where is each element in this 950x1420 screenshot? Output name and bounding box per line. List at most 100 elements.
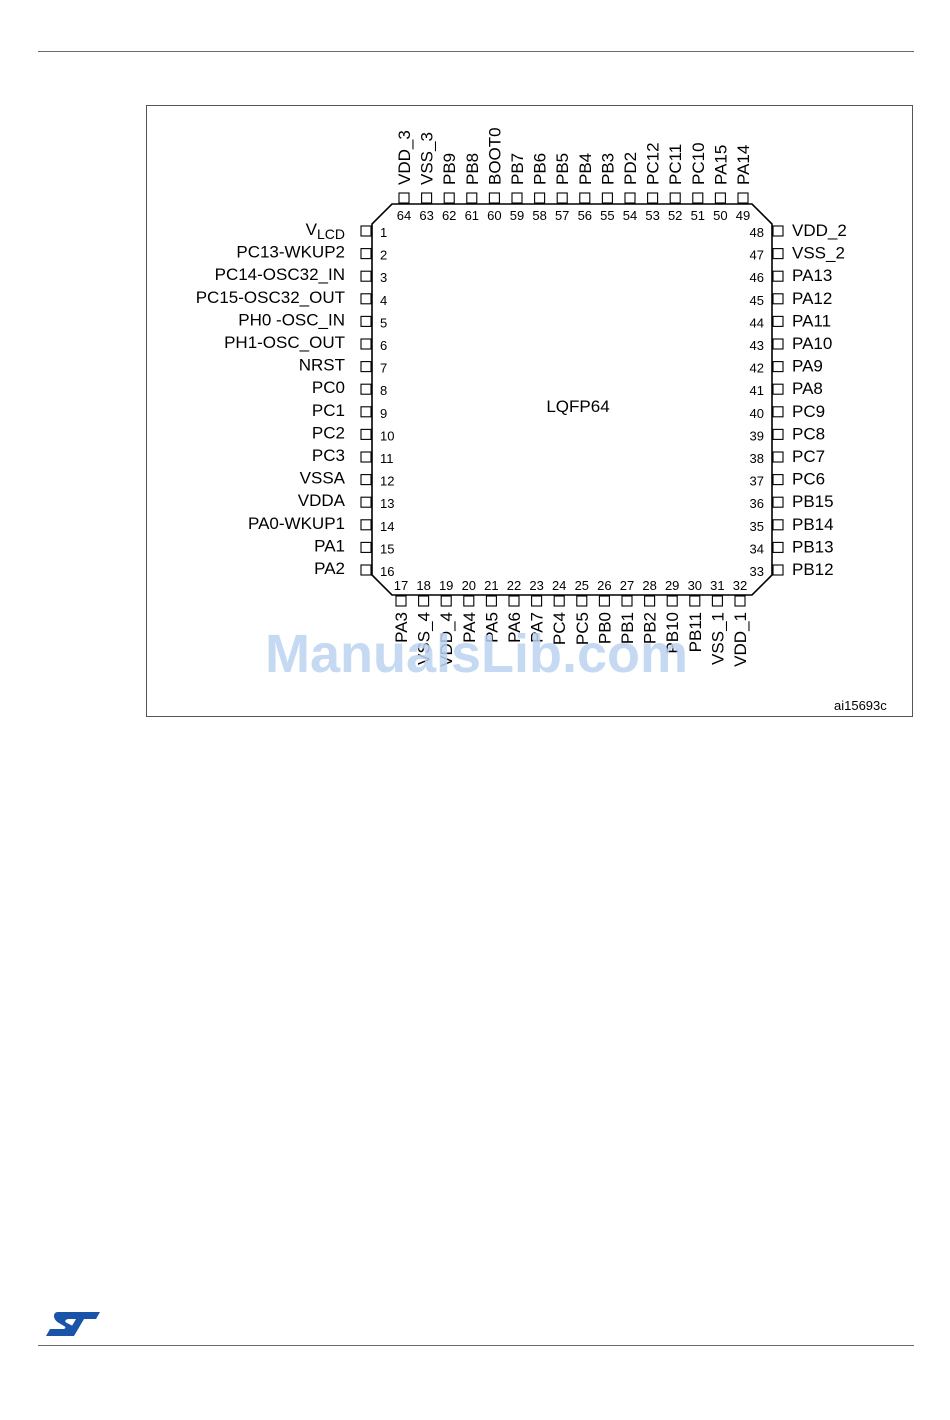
pin-name-28: PB2	[641, 612, 660, 644]
pin-number-48: 48	[750, 225, 764, 240]
pin-name-26: PB0	[595, 612, 614, 644]
pin-number-51: 51	[691, 208, 705, 223]
pin-number-61: 61	[465, 208, 479, 223]
pin-name-25: PC5	[573, 612, 592, 645]
pin-pad-28	[644, 595, 656, 607]
st-logo-mark	[46, 1312, 100, 1336]
pin-name-48: VDD_2	[792, 221, 847, 240]
pin-number-64: 64	[397, 208, 411, 223]
pin-name-53: PC12	[644, 142, 663, 185]
pin-name-19: VDD_4	[437, 612, 456, 667]
pin-number-36: 36	[750, 496, 764, 511]
pin-pad-54	[624, 192, 636, 204]
pin-name-50: PA15	[711, 145, 730, 185]
pin-name-44: PA11	[792, 311, 831, 330]
pin-name-43: PA10	[792, 334, 832, 353]
pin-pad-53	[647, 192, 659, 204]
pin-number-42: 42	[750, 361, 764, 376]
pin-number-28: 28	[642, 578, 656, 593]
pin-pad-11	[360, 451, 372, 463]
footer-rule	[38, 1345, 914, 1346]
pin-number-19: 19	[439, 578, 453, 593]
pin-name-54: PD2	[621, 152, 640, 185]
pin-number-43: 43	[750, 338, 764, 353]
pin-number-34: 34	[750, 541, 764, 556]
pin-pad-46	[772, 270, 784, 282]
pin-number-52: 52	[668, 208, 682, 223]
pin-name-8: PC0	[312, 378, 345, 397]
pin-name-35: PB14	[792, 515, 834, 534]
pin-number-35: 35	[750, 519, 764, 534]
figure-frame	[146, 105, 913, 717]
pin-pad-9	[360, 406, 372, 418]
pin-name-60: BOOT0	[485, 127, 504, 185]
pin-name-42: PA9	[792, 357, 823, 376]
pin-number-47: 47	[750, 248, 764, 263]
pin-name-13: VDDA	[298, 491, 346, 510]
pin-number-10: 10	[380, 428, 394, 443]
pin-name-33: PB12	[792, 560, 834, 579]
pin-name-22: PA6	[505, 612, 524, 643]
pin-number-22: 22	[507, 578, 521, 593]
pin-name-17: PA3	[392, 612, 411, 643]
pin-name-47: VSS_2	[792, 244, 845, 263]
pin-pad-25	[576, 595, 588, 607]
pin-number-56: 56	[578, 208, 592, 223]
pin-number-11: 11	[380, 451, 394, 466]
pin-number-9: 9	[380, 406, 387, 421]
pin-pad-29	[666, 595, 678, 607]
pin-pad-7	[360, 361, 372, 373]
pin-pad-36	[772, 496, 784, 508]
pin-number-15: 15	[380, 541, 394, 556]
pin-pad-13	[360, 496, 372, 508]
pin-name-59: PB7	[508, 153, 527, 185]
pin-number-23: 23	[529, 578, 543, 593]
pin-pad-31	[711, 595, 723, 607]
pin-name-3: PC14-OSC32_IN	[215, 265, 345, 284]
pin-pad-37	[772, 474, 784, 486]
pin-number-44: 44	[750, 315, 764, 330]
pin-name-9: PC1	[312, 401, 345, 420]
watermark: ManualsLib.com	[265, 624, 689, 684]
pin-number-50: 50	[713, 208, 727, 223]
pin-number-30: 30	[688, 578, 702, 593]
pin-number-33: 33	[750, 564, 764, 579]
pin-number-13: 13	[380, 496, 394, 511]
pin-pad-10	[360, 428, 372, 440]
pins-layer: 1VLCD2PC13-WKUP23PC14-OSC32_IN4PC15-OSC3…	[196, 127, 847, 666]
pin-number-49: 49	[736, 208, 750, 223]
pin-name-52: PC11	[666, 144, 685, 185]
pin-number-12: 12	[380, 474, 394, 489]
pin-name-36: PB15	[792, 492, 834, 511]
pin-pad-44	[772, 315, 784, 327]
pin-name-31: VSS_1	[708, 612, 727, 665]
pin-name-34: PB13	[792, 537, 834, 556]
pin-pad-33	[772, 564, 784, 576]
pin-number-17: 17	[394, 578, 408, 593]
pin-pad-24	[553, 595, 565, 607]
pin-name-2: PC13-WKUP2	[236, 243, 345, 262]
pin-pad-22	[508, 595, 520, 607]
pin-name-45: PA12	[792, 289, 832, 308]
pin-name-57: PB5	[553, 153, 572, 185]
pin-name-56: PB4	[576, 153, 595, 185]
pin-name-38: PC7	[792, 447, 825, 466]
pin-name-55: PB3	[598, 153, 617, 185]
pin-pad-26	[598, 595, 610, 607]
pin-pad-30	[689, 595, 701, 607]
pin-name-41: PA8	[792, 379, 823, 398]
pin-name-4: PC15-OSC32_OUT	[196, 288, 345, 307]
pin-name-62: PB9	[440, 153, 459, 185]
pin-number-38: 38	[750, 451, 764, 466]
pin-name-37: PC6	[792, 470, 825, 489]
pin-pad-16	[360, 564, 372, 576]
pin-name-39: PC8	[792, 424, 825, 443]
pin-pad-34	[772, 541, 784, 553]
pin-pad-62	[443, 192, 455, 204]
pin-number-46: 46	[750, 270, 764, 285]
pin-name-18: VSS_4	[415, 612, 434, 665]
pin-number-40: 40	[750, 406, 764, 421]
pin-number-1: 1	[380, 225, 387, 240]
pin-number-37: 37	[750, 474, 764, 489]
package-label: LQFP64	[546, 397, 609, 416]
